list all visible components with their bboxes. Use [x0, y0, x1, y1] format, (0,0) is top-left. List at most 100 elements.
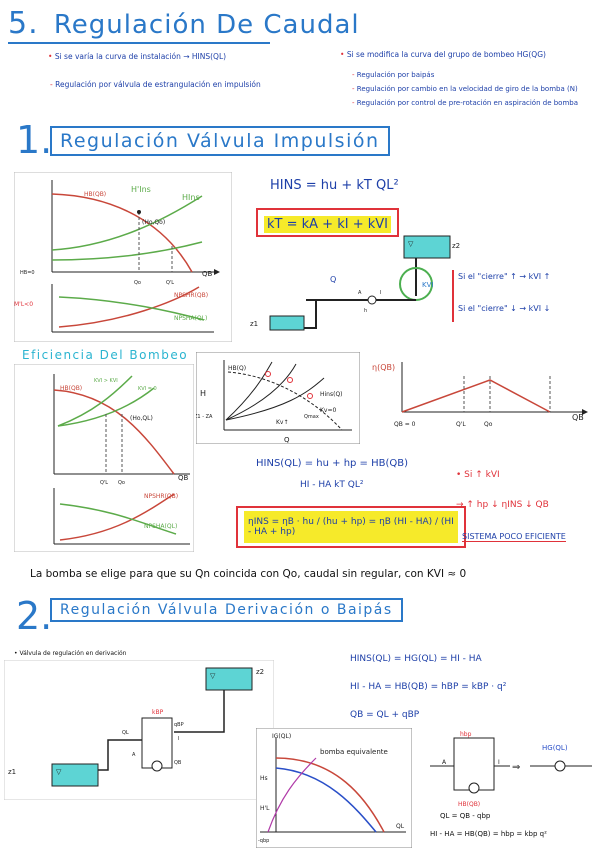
- svg-text:kBP: kBP: [152, 709, 164, 716]
- svg-text:HIns: HIns: [182, 193, 200, 202]
- section-title: Regulación De Caudal: [54, 10, 360, 40]
- title-underline: [8, 42, 270, 44]
- svg-text:QB: QB: [572, 413, 584, 422]
- pump-curve-chart-top: HB(QB) H'Ins HIns (Ho,Qo) QB HB=0 NPSHR(…: [14, 172, 232, 342]
- svg-text:▽: ▽: [408, 240, 414, 248]
- formula-hins-ql: HINS(QL) = hu + hp = HB(QB): [256, 458, 408, 469]
- formula-hins: HINS = hu + kT QL²: [270, 178, 399, 193]
- section-number: 5.: [8, 6, 39, 41]
- svg-text:HB(Q): HB(Q): [228, 365, 246, 372]
- svg-text:NPSHA(QL): NPSHA(QL): [144, 523, 177, 530]
- section1-title: Regulación Válvula Impulsión: [50, 126, 390, 156]
- svg-text:I: I: [380, 290, 381, 296]
- svg-text:Qo: Qo: [134, 280, 141, 286]
- circuit-bypass: ▽ z2 ▽ z1 kBP qBP QL QB A I: [4, 660, 274, 800]
- effect-line-2: → ↑ hp ↓ ηINS ↓ QB: [456, 500, 549, 510]
- svg-text:QB: QB: [178, 474, 189, 482]
- svg-text:Hins(Q): Hins(Q): [320, 391, 343, 398]
- section2-title: Regulación Válvula Derivación o Baipás: [50, 598, 403, 622]
- svg-text:Q'L: Q'L: [100, 480, 108, 486]
- svg-text:QB: QB: [174, 760, 182, 766]
- svg-text:I: I: [498, 759, 500, 766]
- svg-text:HG(QL): HG(QL): [542, 744, 568, 752]
- svg-text:QB = 0: QB = 0: [394, 421, 416, 428]
- svg-text:Q'L: Q'L: [166, 280, 174, 286]
- efficiency-chart: η(QB) QB QB = 0 Q'L Qo: [372, 356, 594, 432]
- svg-text:Kv↑: Kv↑: [276, 419, 289, 426]
- svg-text:QL: QL: [396, 823, 405, 830]
- svg-text:HB=0: HB=0: [20, 270, 35, 276]
- intro-right-bullet: • Si se modifica la curva del grupo de b…: [340, 50, 546, 59]
- brace: [452, 270, 454, 322]
- intro-dash-3: - Regulación por control de pre-rotación…: [352, 96, 578, 110]
- intro-dash-1: - Regulación por baipás: [352, 68, 578, 82]
- svg-text:Kv=0: Kv=0: [320, 407, 337, 414]
- efficiency-title: Eficiencia Del Bombeo: [22, 348, 188, 362]
- svg-text:bomba equivalente: bomba equivalente: [320, 748, 388, 756]
- svg-text:QB: QB: [202, 270, 213, 278]
- formula-bottom: HI - HA = HB(QB) = hbp = kbp q²: [430, 830, 547, 838]
- svg-text:▽: ▽: [56, 768, 62, 776]
- svg-text:KVI = 0: KVI = 0: [138, 386, 157, 392]
- svg-text:QL: QL: [122, 730, 129, 736]
- svg-text:Q'L: Q'L: [456, 421, 466, 428]
- svg-text:⇒: ⇒: [512, 762, 520, 773]
- intro-dash-2: - Regulación por cambio en la velocidad …: [352, 82, 578, 96]
- formula-eta: ηINS = ηB · hu / (hu + hp) = ηB (HI - HA…: [244, 511, 458, 543]
- svg-text:Z1 - ZA: Z1 - ZA: [196, 414, 213, 420]
- intro-right-dashes: - Regulación por baipás - Regulación por…: [352, 68, 578, 110]
- equivalent-pump-diagram: ⇒ hbp HG(QL) HB(QB) A I: [420, 730, 596, 816]
- intro-left-bullet: • Si se varía la curva de instalación → …: [48, 52, 226, 61]
- svg-text:-qbp: -qbp: [258, 838, 269, 844]
- closing-note-2: Si el "cierre" ↓ → kVI ↓: [458, 304, 550, 313]
- svg-text:NPSHR(QB): NPSHR(QB): [174, 292, 208, 299]
- section1-number: 1.: [16, 118, 52, 162]
- svg-text:z2: z2: [452, 242, 460, 250]
- svg-text:hbp: hbp: [460, 731, 472, 738]
- bypass-chart: IG(QL) bomba equivalente Hs H'L QL -qbp: [256, 728, 412, 848]
- svg-text:z1: z1: [250, 320, 258, 328]
- svg-text:KVI > KVI: KVI > KVI: [94, 378, 118, 384]
- svg-text:(Ho,QL): (Ho,QL): [130, 415, 153, 422]
- formula-bypass-2: HI - HA = HB(QB) = hBP = kBP · q²: [350, 682, 506, 692]
- svg-text:I: I: [178, 736, 179, 742]
- svg-text:H: H: [200, 389, 206, 398]
- svg-text:A: A: [358, 290, 362, 296]
- svg-text:Q: Q: [330, 275, 336, 284]
- svg-text:(Ho,Qo): (Ho,Qo): [142, 219, 165, 226]
- svg-text:Qo: Qo: [118, 480, 125, 486]
- svg-text:Q: Q: [284, 436, 290, 444]
- intro-left-dash: - Regulación por válvula de estrangulaci…: [50, 80, 261, 89]
- svg-text:H'Ins: H'Ins: [131, 185, 151, 194]
- svg-text:HB(QB): HB(QB): [60, 385, 82, 392]
- mini-chart-system: HB(Q) Hins(Q) Kv=0 Kv↑ Q H Z1 - ZA Qmax: [196, 352, 360, 444]
- closing-note-1: Si el "cierre" ↑ → kVI ↑: [458, 272, 550, 281]
- pump-curve-chart-bottom: HB(QB) KVI > KVI KVI = 0 (Ho,QL) QB NPSH…: [14, 364, 194, 552]
- formula-ql: QL = QB - qbp: [440, 812, 490, 820]
- svg-text:▽: ▽: [210, 672, 216, 680]
- pump-selection-statement: La bomba se elige para que su Qn coincid…: [30, 568, 466, 580]
- formula-bypass-3: QB = QL + qBP: [350, 710, 419, 720]
- section2-number: 2.: [16, 594, 52, 638]
- svg-text:NPSHR(QB): NPSHR(QB): [144, 493, 178, 500]
- svg-text:HB(QB): HB(QB): [84, 191, 106, 198]
- svg-text:Qmax: Qmax: [304, 414, 319, 420]
- svg-text:z2: z2: [256, 668, 264, 676]
- effect-conclusion: SISTEMA POCO EFICIENTE: [462, 532, 566, 542]
- svg-text:h: h: [364, 308, 367, 314]
- formula-bypass-1: HINS(QL) = HG(QL) = HI - HA: [350, 654, 482, 664]
- effect-line-1: • Si ↑ kVI: [456, 470, 500, 480]
- svg-text:A: A: [132, 752, 136, 758]
- formula-eta-box: ηINS = ηB · hu / (hu + hp) = ηB (HI - HA…: [236, 506, 466, 548]
- svg-text:A: A: [442, 759, 447, 766]
- svg-text:NPSHA(QL): NPSHA(QL): [174, 315, 207, 322]
- circuit-valve-impulsion: ▽ z2 KVI z1 Q A I h: [246, 232, 466, 342]
- formula-hi-ha: HI - HA kT QL²: [300, 480, 363, 490]
- svg-text:η(QB): η(QB): [372, 363, 395, 372]
- svg-text:H'L: H'L: [260, 805, 270, 812]
- page-title: 5. Regulación De Caudal: [8, 6, 360, 41]
- svg-text:M'L<0: M'L<0: [14, 301, 33, 308]
- svg-text:HB(QB): HB(QB): [458, 801, 480, 808]
- svg-text:Hs: Hs: [260, 775, 268, 782]
- formula-kt: kT = kA + kI + kVI: [264, 216, 391, 233]
